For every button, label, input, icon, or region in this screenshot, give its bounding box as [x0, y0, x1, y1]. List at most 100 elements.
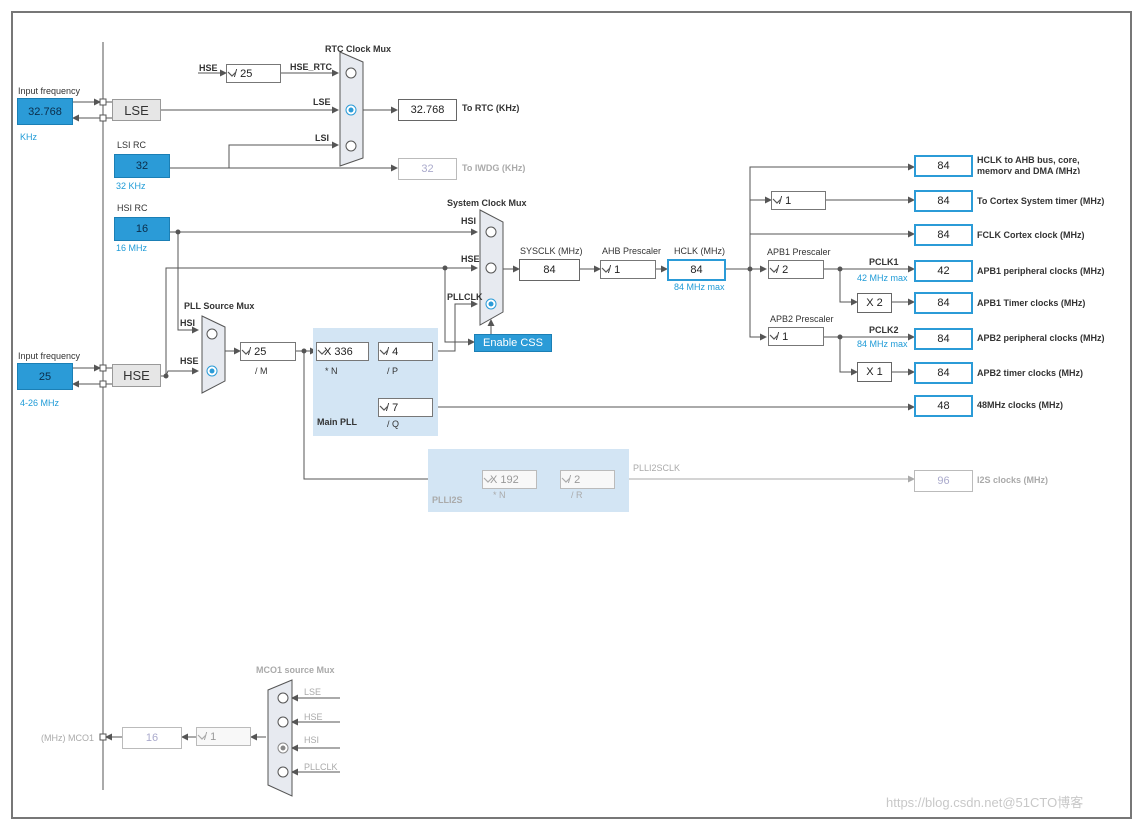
iwdg-clock-value: 32 — [398, 158, 457, 180]
lse-oscillator: LSE — [112, 99, 161, 121]
pll-source-mux-title: PLL Source Mux — [184, 301, 255, 311]
pll-n-multiplier-select[interactable]: X 336 — [316, 342, 369, 361]
i2s-clock-label: I2S clocks (MHz) — [977, 475, 1049, 485]
chevron-down-icon — [197, 734, 207, 740]
pll-source-mux-shape — [201, 315, 226, 394]
chevron-down-icon — [379, 349, 389, 355]
chevron-down-icon — [561, 477, 571, 483]
output-48mhz-value[interactable]: 48 — [914, 395, 973, 417]
output-apb1-timer-label: APB1 Timer clocks (MHz) — [977, 298, 1086, 308]
lsi-rc-value: 32 — [114, 154, 170, 178]
output-apb2-peripheral-label: APB2 peripheral clocks (MHz) — [977, 333, 1105, 343]
hse-rtc-label: HSE_RTC — [290, 62, 333, 72]
output-cortex-timer-label: To Cortex System timer (MHz) — [977, 196, 1105, 206]
apb1-prescaler-select[interactable]: / 2 — [768, 260, 824, 279]
cortex-timer-divider-select[interactable]: / 1 — [771, 191, 826, 210]
pll-p-divider-select[interactable]: / 4 — [378, 342, 433, 361]
hclk-label: HCLK (MHz) — [674, 246, 725, 256]
output-apb1-peripheral-value[interactable]: 42 — [914, 260, 973, 282]
output-hclk-label-line2: memory and DMA (MHz) — [977, 166, 1081, 174]
output-hclk-label: HCLK to AHB bus, core, — [977, 155, 1080, 165]
apb2-prescaler-label: APB2 Prescaler — [770, 314, 834, 324]
rtc-lsi-label: LSI — [315, 133, 330, 143]
chevron-down-icon — [227, 71, 237, 77]
mco1-divider-select[interactable]: / 1 — [196, 727, 251, 746]
apb1-prescaler-label: APB1 Prescaler — [767, 247, 831, 257]
pll-n-label: * N — [325, 366, 338, 376]
output-apb1-timer-value[interactable]: 84 — [914, 292, 973, 314]
rtc-hse-label: HSE — [199, 63, 218, 73]
apb2-max-label: 84 MHz max — [857, 339, 908, 349]
lsi-rc-header: LSI RC — [117, 140, 147, 150]
pll-src-hse-label: HSE — [180, 356, 199, 366]
lse-input-header: Input frequency — [18, 86, 81, 96]
hclk-max-label: 84 MHz max — [674, 282, 725, 292]
pll-src-hsi-label: HSI — [180, 318, 196, 328]
chevron-down-icon — [241, 349, 251, 355]
mco1-hsi-label: HSI — [304, 735, 320, 745]
rtc-clock-label: To RTC (KHz) — [462, 103, 520, 113]
output-fclk-value[interactable]: 84 — [914, 224, 973, 246]
output-apb2-timer-label: APB2 timer clocks (MHz) — [977, 368, 1084, 378]
ahb-prescaler-select[interactable]: / 1 — [600, 260, 656, 279]
chevron-down-icon — [317, 349, 327, 355]
apb2-timer-multiplier: X 1 — [857, 362, 892, 382]
chevron-down-icon — [483, 477, 493, 483]
pll-m-divider-select[interactable]: / 25 — [240, 342, 296, 361]
pll-p-label: / P — [387, 366, 399, 376]
pll-m-label: / M — [255, 366, 268, 376]
hse-input-unit: 4-26 MHz — [20, 398, 60, 408]
mco1-label: (MHz) MCO1 — [41, 733, 94, 743]
output-apb1-peripheral-label: APB1 peripheral clocks (MHz) — [977, 266, 1105, 276]
iwdg-clock-label: To IWDG (KHz) — [462, 163, 526, 173]
hsi-rc-unit: 16 MHz — [116, 243, 148, 253]
hse-input-frequency[interactable]: 25 — [17, 363, 73, 390]
rtc-clock-value: 32.768 — [398, 99, 457, 121]
hsi-rc-header: HSI RC — [117, 203, 148, 213]
mco1-lse-label: LSE — [304, 687, 322, 697]
output-hclk-value[interactable]: 84 — [914, 155, 973, 177]
rtc-mux-title: RTC Clock Mux — [325, 44, 392, 54]
output-fclk-label: FCLK Cortex clock (MHz) — [977, 230, 1085, 240]
plli2s-r-divider-select[interactable]: / 2 — [560, 470, 615, 489]
mco1-hse-label: HSE — [304, 712, 323, 722]
lsi-rc-unit: 32 KHz — [116, 181, 146, 191]
rtc-hse-divider-select[interactable]: / 25 — [226, 64, 281, 83]
lse-input-frequency[interactable]: 32.768 — [17, 98, 73, 125]
sys-mux-pllclk-label: PLLCLK — [447, 292, 483, 302]
plli2sclk-label: PLLI2SCLK — [633, 463, 681, 473]
pll-q-divider-select[interactable]: / 7 — [378, 398, 433, 417]
chevron-down-icon — [772, 198, 782, 204]
watermark: https://blog.csdn.net@51CTO博客 — [886, 795, 1084, 810]
mco1-source-mux-title: MCO1 source Mux — [256, 665, 335, 675]
pclk2-label: PCLK2 — [869, 325, 899, 335]
mco1-pllclk-label: PLLCLK — [304, 762, 338, 772]
mco1-value: 16 — [122, 727, 182, 749]
outer-frame — [11, 11, 1132, 819]
hse-oscillator: HSE — [112, 364, 161, 387]
plli2s-n-multiplier-select[interactable]: X 192 — [482, 470, 537, 489]
hclk-value-input[interactable]: 84 — [667, 259, 726, 281]
plli2s-title: PLLI2S — [432, 495, 463, 505]
sysclk-label: SYSCLK (MHz) — [520, 246, 583, 256]
system-clock-mux-title: System Clock Mux — [447, 198, 527, 208]
output-apb2-peripheral-value[interactable]: 84 — [914, 328, 973, 350]
enable-css-button[interactable]: Enable CSS — [474, 334, 552, 352]
output-48mhz-label: 48MHz clocks (MHz) — [977, 400, 1064, 410]
sys-mux-hse-label: HSE — [461, 254, 480, 264]
apb2-prescaler-select[interactable]: / 1 — [768, 327, 824, 346]
pclk1-label: PCLK1 — [869, 257, 899, 267]
main-pll-title: Main PLL — [317, 417, 357, 427]
output-apb2-timer-value[interactable]: 84 — [914, 362, 973, 384]
chevron-down-icon — [379, 405, 389, 411]
ahb-prescaler-label: AHB Prescaler — [602, 246, 662, 256]
hse-input-header: Input frequency — [18, 351, 81, 361]
apb1-max-label: 42 MHz max — [857, 273, 908, 283]
sysclk-value: 84 — [519, 259, 580, 281]
chevron-down-icon — [769, 267, 779, 273]
output-cortex-timer-value[interactable]: 84 — [914, 190, 973, 212]
plli2s-r-label: / R — [571, 490, 583, 500]
apb1-timer-multiplier: X 2 — [857, 293, 892, 313]
